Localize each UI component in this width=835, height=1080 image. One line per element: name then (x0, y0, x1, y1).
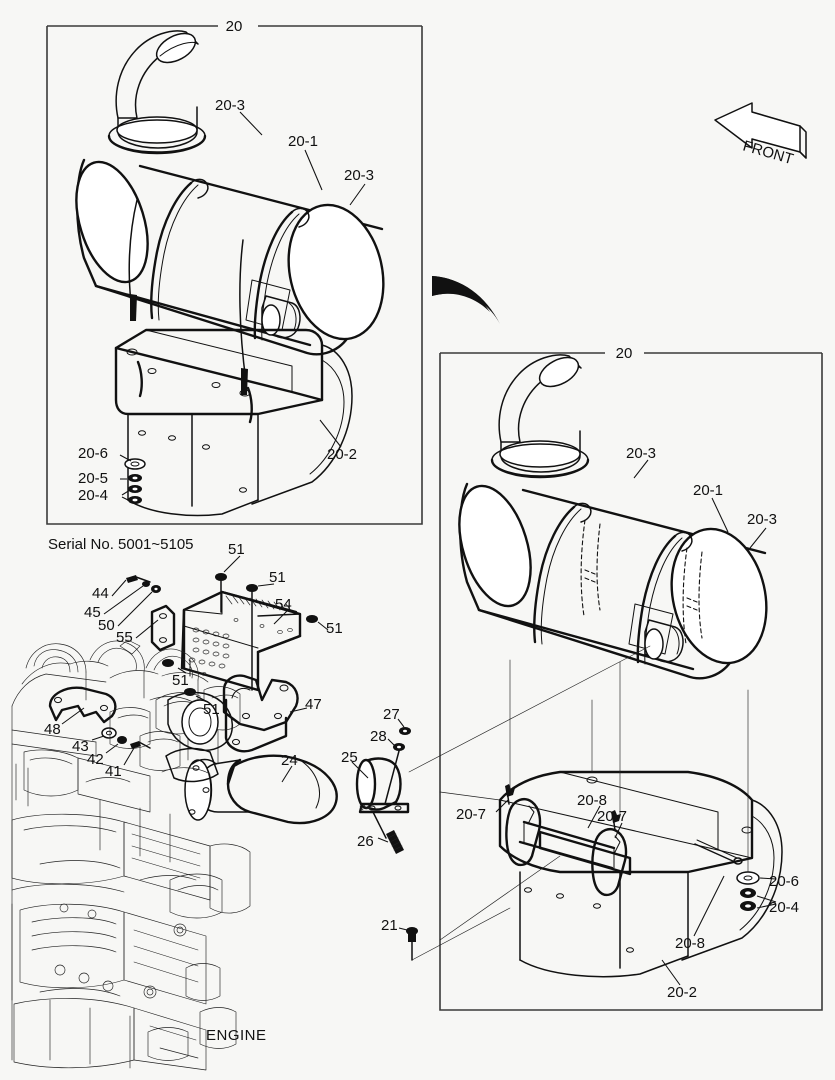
callout-45: 45 (84, 604, 101, 621)
panel-right-group-label: 20 (616, 345, 633, 362)
callout-20-8-a: 20-8 (577, 792, 607, 809)
callout-51-d: 51 (172, 672, 189, 689)
callout-20-5-a: 20-5 (78, 470, 108, 487)
callout-44: 44 (92, 585, 109, 602)
callout-54: 54 (275, 596, 292, 613)
callout-20-8-b: 20-8 (675, 935, 705, 952)
engine-assembly-illustration (11, 555, 511, 1071)
callout-20-6-a: 20-6 (78, 445, 108, 462)
callout-20-6-b: 20-6 (769, 873, 799, 890)
callout-20-1-a: 20-1 (288, 133, 318, 150)
callout-51-b: 51 (269, 569, 286, 586)
muffler-body-illustration-right (408, 354, 783, 978)
callout-24: 24 (281, 752, 298, 769)
callout-21: 21 (381, 917, 398, 934)
callout-20-7-a: 20-7 (456, 806, 486, 823)
callout-47: 47 (305, 696, 322, 713)
panel-top-left (46, 25, 423, 525)
serial-number-caption: Serial No. 5001~5105 (48, 536, 194, 553)
callout-51-e: 51 (203, 701, 220, 718)
callout-28: 28 (370, 728, 387, 745)
callout-20-4-b: 20-4 (769, 899, 799, 916)
callout-20-7-b: 20-7 (597, 808, 627, 825)
callout-20-3-c: 20-3 (626, 445, 656, 462)
callout-51-c: 51 (326, 620, 343, 637)
callout-41: 41 (105, 763, 122, 780)
callout-42: 42 (87, 751, 104, 768)
callout-20-3-b: 20-3 (344, 167, 374, 184)
callout-26: 26 (357, 833, 374, 850)
panel-right (408, 352, 823, 1011)
panel-group-label: 20 (226, 18, 243, 35)
callout-20-1-b: 20-1 (693, 482, 723, 499)
callout-27: 27 (383, 706, 400, 723)
callout-20-2-b: 20-2 (667, 984, 697, 1001)
callout-48: 48 (44, 721, 61, 738)
callout-55: 55 (116, 629, 133, 646)
callout-25: 25 (341, 749, 358, 766)
callout-43: 43 (72, 738, 89, 755)
callout-51-a: 51 (228, 541, 245, 558)
callout-50: 50 (98, 617, 115, 634)
callout-20-3-a: 20-3 (215, 97, 245, 114)
engine-label: ENGINE (206, 1027, 267, 1044)
flow-arrow-icon (432, 276, 500, 324)
callout-20-2-a: 20-2 (327, 446, 357, 463)
muffler-body-illustration (75, 30, 385, 517)
callout-20-3-d: 20-3 (747, 511, 777, 528)
callout-20-4-a: 20-4 (78, 487, 108, 504)
